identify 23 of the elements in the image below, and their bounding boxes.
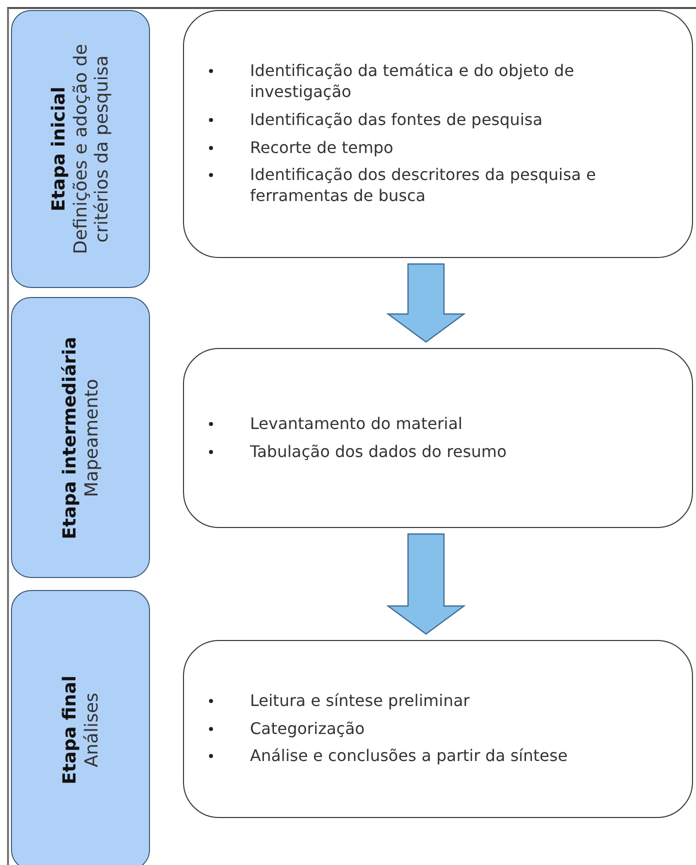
- bullet-text: Levantamento do material: [250, 414, 462, 433]
- stage-title: Etapa inicial: [48, 86, 70, 212]
- step-box: [183, 10, 693, 258]
- step-box: [183, 640, 693, 818]
- bullet-text: Identificação das fontes de pesquisa: [250, 110, 543, 129]
- block-arrow: [386, 533, 466, 635]
- stage-subtitle: Definições e adoção de critérios da pesquisa: [70, 42, 113, 256]
- bullet-text: Tabulação dos dados do resumo: [250, 442, 507, 460]
- block-arrow: [386, 263, 466, 343]
- stage-title: Etapa intermediária: [58, 336, 80, 539]
- bullet-text: Recorte de tempo: [250, 138, 394, 156]
- bullet-text: Identificação da temática e do objeto de investigação: [250, 61, 574, 101]
- stage-subtitle: Mapeamento: [80, 378, 102, 497]
- bullet-text: Identificação dos descritores da pesquisa e ferramentas de busca: [250, 165, 596, 206]
- step-box: [183, 348, 693, 528]
- bullet-text: Leitura e síntese preliminar: [250, 690, 470, 710]
- bullet-text: Categorização: [250, 718, 365, 738]
- stage-subtitle: Análises: [80, 692, 102, 768]
- stage-panel: [11, 10, 150, 288]
- stage-panel: [11, 590, 150, 865]
- bullet-text: Análise e conclusões a partir da síntese: [250, 746, 568, 766]
- stage-title: Etapa final: [58, 676, 80, 784]
- stage-panel: [11, 297, 150, 578]
